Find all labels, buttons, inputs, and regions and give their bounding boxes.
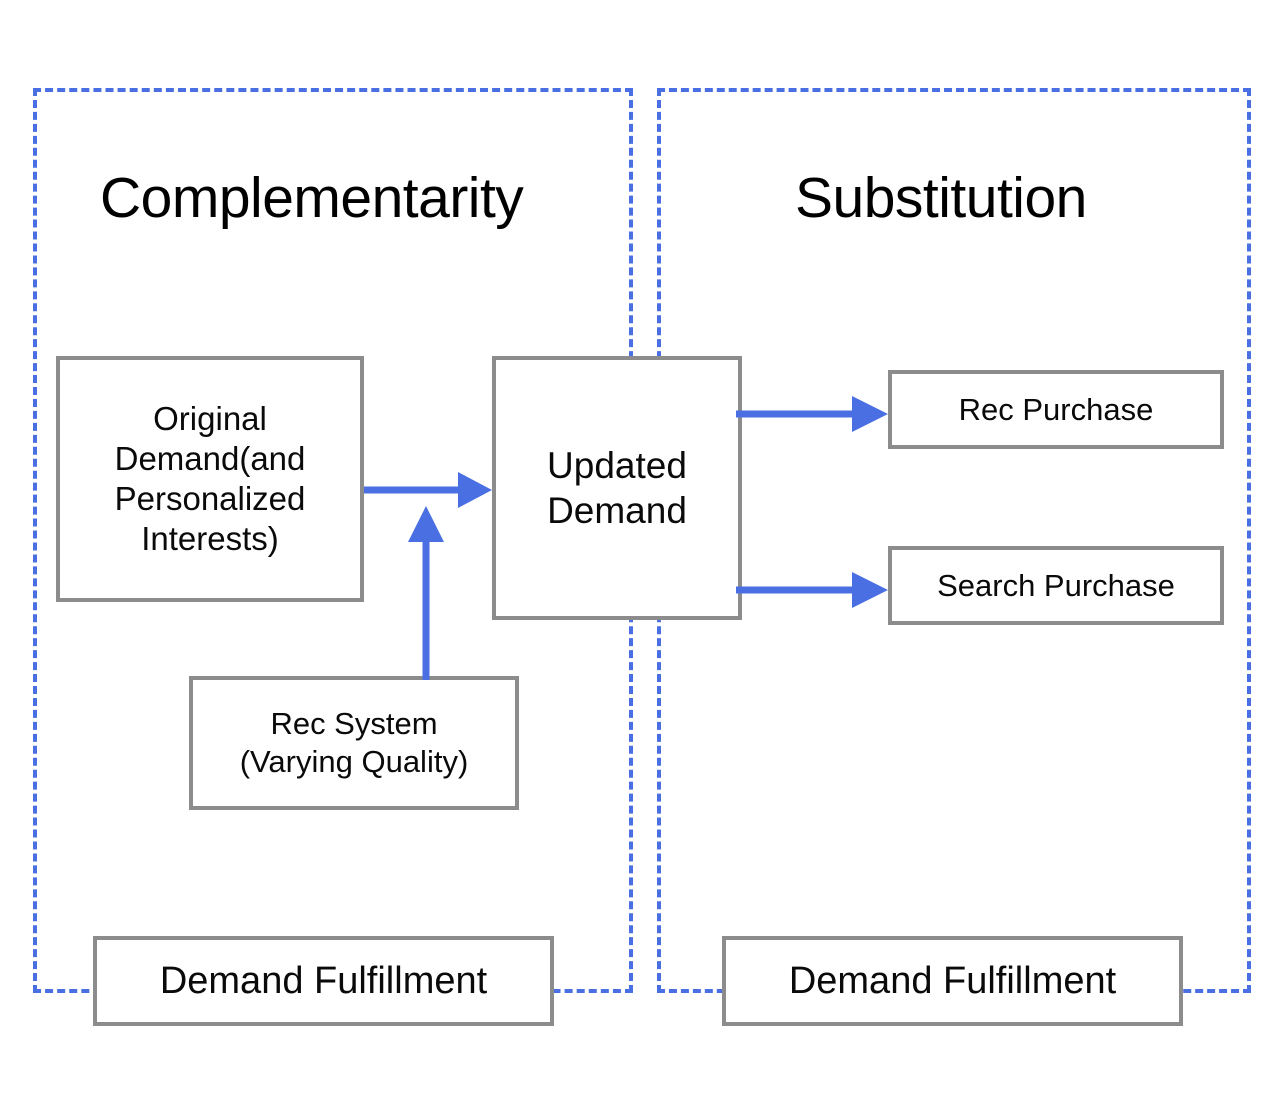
node-rec-system-line-2: (Varying Quality)	[239, 744, 469, 779]
node-original-demand-line-2: Demand(and	[114, 439, 306, 477]
node-original-demand-line-3: Personalized	[114, 480, 306, 517]
arrow-updated-demand-to-search-purchase	[736, 568, 892, 612]
arrow-updated-demand-to-rec-purchase	[736, 392, 892, 436]
node-rec-system-line-1: Rec System	[270, 706, 438, 742]
arrow-rec-system-to-updated-demand	[404, 502, 448, 680]
node-demand-fulfillment-left: Demand Fulfillment	[93, 936, 554, 1026]
node-updated-demand-line-2: Demand	[547, 490, 687, 531]
panel-heading-substitution: Substitution	[795, 166, 1087, 230]
node-original-demand-line-1: Original	[153, 399, 267, 437]
node-rec-purchase: Rec Purchase	[888, 370, 1224, 449]
arrow-original-demand-to-updated-demand	[364, 468, 494, 512]
panel-heading-complementarity: Complementarity	[100, 166, 524, 230]
node-demand-fulfillment-right-label: Demand Fulfillment	[788, 959, 1117, 1002]
node-demand-fulfillment-right: Demand Fulfillment	[722, 936, 1183, 1026]
node-original-demand: Original Demand(and Personalized Interes…	[56, 356, 364, 602]
node-updated-demand-line-1: Updated	[547, 444, 687, 486]
node-rec-system: Rec System (Varying Quality)	[189, 676, 519, 810]
node-updated-demand: Updated Demand	[492, 356, 742, 620]
node-search-purchase-label: Search Purchase	[937, 567, 1175, 603]
node-demand-fulfillment-left-label: Demand Fulfillment	[159, 959, 488, 1002]
node-rec-purchase-label: Rec Purchase	[958, 391, 1154, 427]
node-original-demand-line-4: Interests)	[141, 520, 279, 558]
node-search-purchase: Search Purchase	[888, 546, 1224, 625]
